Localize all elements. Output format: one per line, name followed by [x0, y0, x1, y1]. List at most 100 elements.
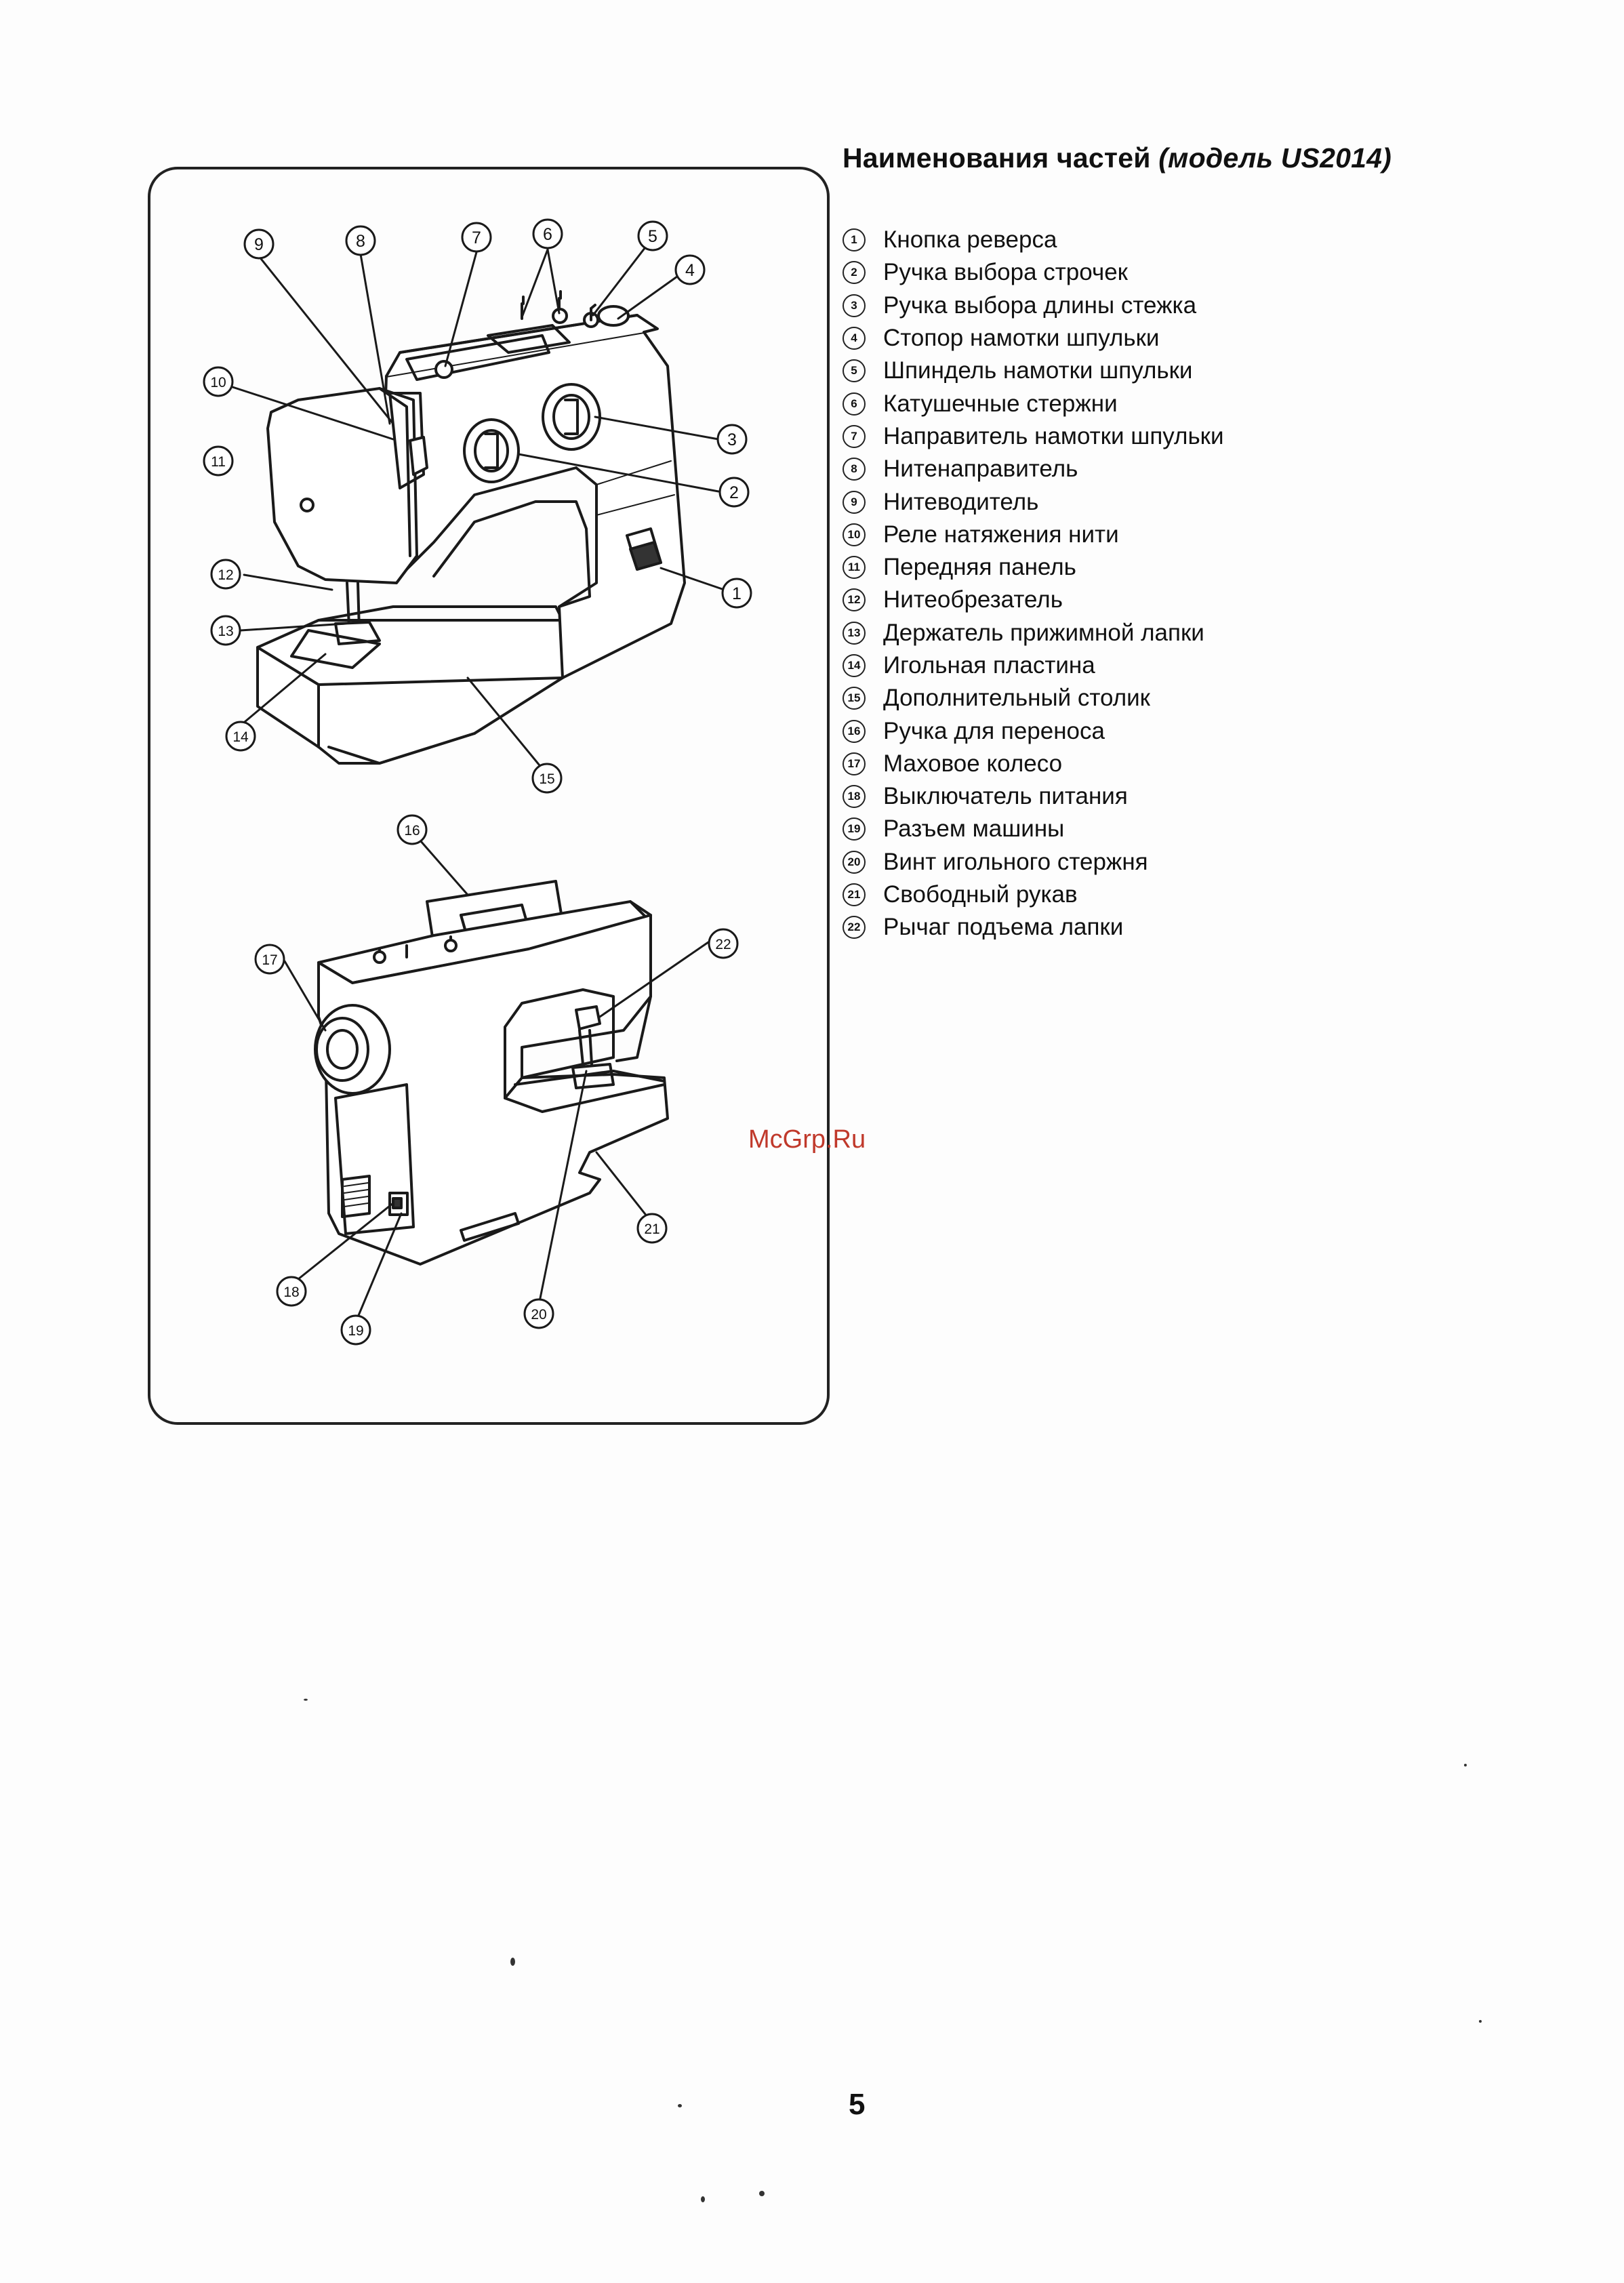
svg-text:16: 16 [404, 823, 420, 839]
title-model: (модель US2014) [1158, 142, 1392, 174]
callout-21: 21 [636, 1213, 668, 1244]
item-number: 12 [843, 588, 866, 612]
item-label: Нитеобрезатель [883, 586, 1063, 613]
item-label: Нитеводитель [883, 488, 1039, 515]
scan-speck [678, 2104, 682, 2107]
item-number: 16 [843, 719, 866, 743]
svg-text:7: 7 [472, 228, 481, 247]
svg-text:17: 17 [262, 952, 277, 968]
svg-text:8: 8 [356, 232, 365, 251]
item-number: 10 [843, 523, 866, 546]
svg-text:15: 15 [539, 771, 554, 787]
item-number: 22 [843, 916, 866, 940]
item-label: Держатель прижимной лапки [883, 619, 1204, 646]
item-label: Реле натяжения нити [883, 521, 1119, 548]
callout-3: 3 [716, 424, 748, 455]
list-item: 16 Ручка для переноса [843, 714, 1224, 747]
page-title: Наименования частей (модель US2014) [843, 142, 1392, 174]
callout-5: 5 [637, 220, 668, 251]
front-view-machine [256, 290, 686, 765]
item-number: 4 [843, 327, 866, 350]
callout-13: 13 [210, 615, 241, 646]
callout-7: 7 [461, 222, 492, 253]
scan-speck [304, 1699, 308, 1701]
item-number: 14 [843, 654, 866, 677]
item-number: 17 [843, 752, 866, 775]
list-item: 19 Разъем машины [843, 813, 1224, 845]
back-view-machine [314, 880, 669, 1266]
item-label: Катушечные стержни [883, 390, 1118, 417]
svg-text:12: 12 [218, 567, 233, 583]
item-number: 13 [843, 621, 866, 645]
svg-text:18: 18 [283, 1285, 299, 1300]
item-label: Свободный рукав [883, 881, 1078, 908]
callout-15: 15 [531, 763, 563, 794]
item-label: Игольная пластина [883, 652, 1095, 679]
item-label: Маховое колесо [883, 750, 1063, 777]
item-number: 7 [843, 424, 866, 448]
page-number: 5 [849, 2088, 866, 2121]
item-number: 9 [843, 490, 866, 514]
callout-numbers: 1 2 3 4 5 6 7 8 9 10 11 12 13 14 15 16 1… [203, 218, 752, 1346]
item-label: Винт игольного стержня [883, 848, 1148, 875]
svg-text:6: 6 [543, 225, 552, 244]
list-item: 22 Рычаг подъема лапки [843, 911, 1224, 944]
callout-2: 2 [718, 477, 750, 508]
svg-text:14: 14 [232, 729, 249, 745]
item-number: 5 [843, 359, 866, 383]
callout-4: 4 [674, 254, 706, 285]
list-item: 5 Шпиндель намотки шпульки [843, 355, 1224, 387]
item-number: 1 [843, 228, 866, 252]
item-label: Нитенаправитель [883, 456, 1078, 483]
item-label: Разъем машины [883, 815, 1065, 843]
callout-12: 12 [210, 559, 241, 590]
item-label: Передняя панель [883, 554, 1076, 581]
callout-14: 14 [225, 721, 256, 752]
list-item: 11 Передняя панель [843, 551, 1224, 584]
scan-speck [1464, 1764, 1467, 1766]
item-label: Выключатель питания [883, 783, 1128, 810]
item-number: 15 [843, 687, 866, 710]
item-label: Кнопка реверса [883, 226, 1057, 254]
list-item: 4 Стопор намотки шпульки [843, 322, 1224, 355]
list-item: 10 Реле натяжения нити [843, 519, 1224, 551]
callout-22: 22 [708, 928, 739, 959]
svg-text:13: 13 [218, 624, 233, 639]
scan-speck [510, 1958, 515, 1966]
item-number: 20 [843, 850, 866, 874]
callout-16: 16 [397, 814, 428, 845]
scan-speck [759, 2191, 765, 2196]
item-number: 21 [843, 883, 866, 907]
item-number: 8 [843, 458, 866, 481]
list-item: 12 Нитеобрезатель [843, 584, 1224, 616]
list-item: 17 Маховое колесо [843, 748, 1224, 780]
scan-speck [1479, 2020, 1482, 2023]
item-label: Шпиндель намотки шпульки [883, 357, 1193, 384]
list-item: 8 Нитенаправитель [843, 453, 1224, 485]
callout-17: 17 [254, 944, 285, 975]
scan-speck [701, 2196, 705, 2202]
svg-text:5: 5 [648, 227, 657, 246]
svg-text:20: 20 [531, 1307, 546, 1322]
item-label: Ручка выбора длины стежка [883, 291, 1197, 319]
svg-text:10: 10 [210, 375, 226, 390]
item-number: 19 [843, 817, 866, 841]
callout-11: 11 [203, 445, 234, 477]
svg-text:11: 11 [211, 454, 226, 470]
item-label: Ручка для переноса [883, 717, 1105, 744]
item-label: Стопор намотки шпульки [883, 325, 1160, 352]
callout-19: 19 [340, 1314, 371, 1346]
item-number: 18 [843, 785, 866, 809]
callout-10: 10 [203, 366, 234, 397]
item-number: 11 [843, 556, 866, 580]
callout-18: 18 [276, 1276, 307, 1307]
svg-text:22: 22 [715, 937, 731, 952]
item-label: Ручка выбора строчек [883, 259, 1128, 286]
list-item: 1 Кнопка реверса [843, 224, 1224, 256]
item-label: Рычаг подъема лапки [883, 914, 1124, 941]
item-label: Направитель намотки шпульки [883, 422, 1224, 449]
title-main: Наименования частей [843, 142, 1151, 174]
